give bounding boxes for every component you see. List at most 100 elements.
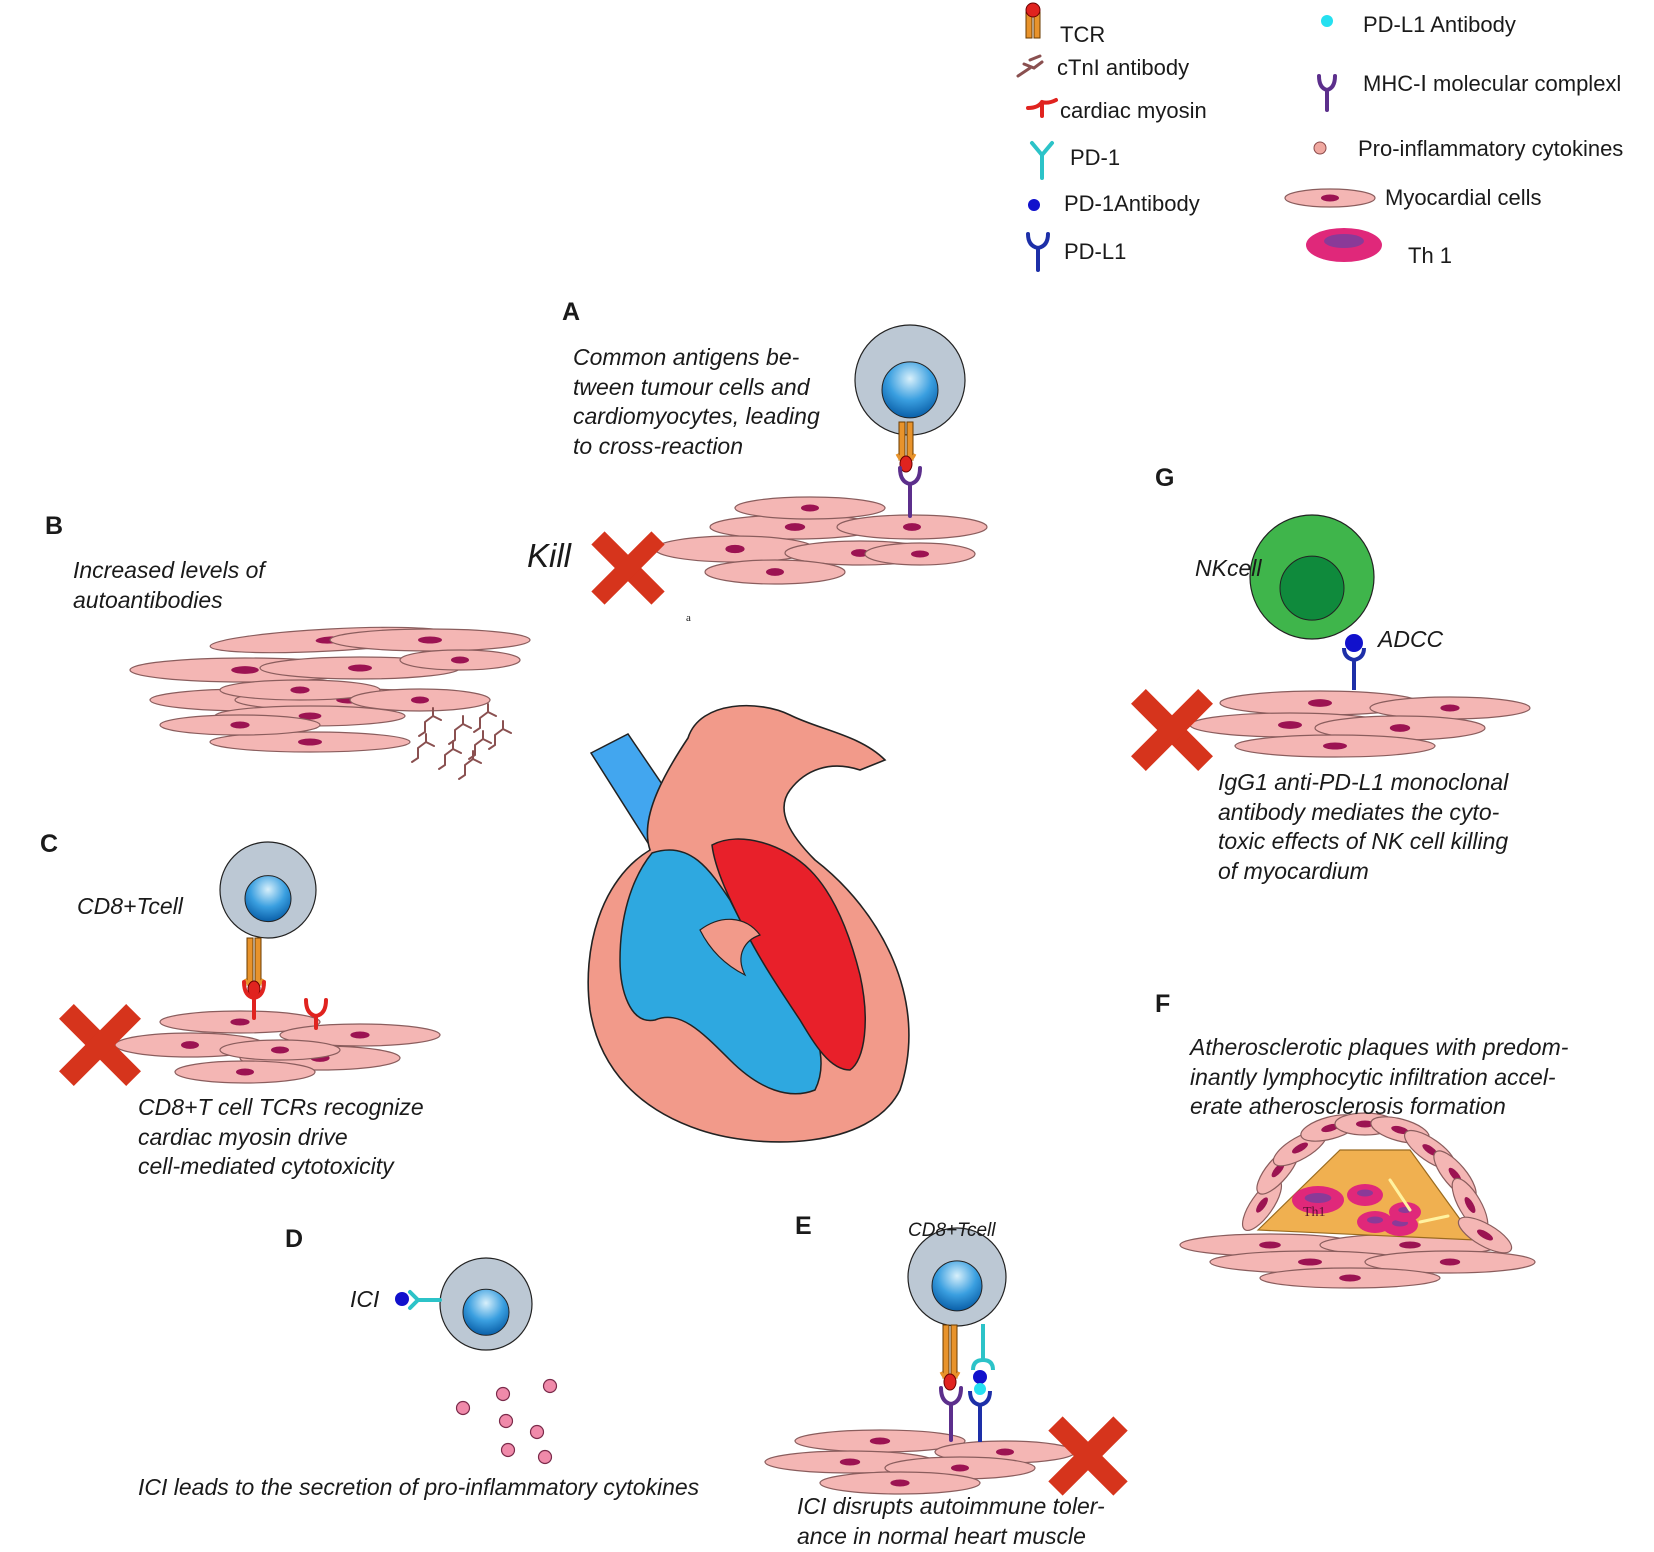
panel-g-description-line: antibody mediates the cyto- — [1218, 798, 1500, 825]
pd1-antibody-icon — [973, 1370, 987, 1384]
panel-a-description-line: cardiomyocytes, leading — [573, 403, 820, 429]
ctni-antibody — [473, 703, 497, 733]
panel-g-cell-label: NKcell — [1195, 555, 1262, 581]
legend-pd1-antibody-icon — [1028, 199, 1040, 211]
panel-d-description: ICI leads to the secretion of pro-inflam… — [138, 1474, 700, 1500]
legend-tcr-icon — [1025, 2, 1041, 39]
panel-c-cardiac-myosin-2 — [304, 998, 328, 1030]
antibody-icon — [1345, 634, 1363, 652]
panel-d-t-cell — [439, 1257, 533, 1351]
panel-d-pd1-icon — [395, 1290, 442, 1310]
panel-b-autoantibodies — [411, 703, 512, 780]
myocardial-cell — [704, 559, 846, 585]
myocardial-cell — [1457, 1216, 1513, 1254]
legend-pdl1-label: PD-L1 — [1064, 239, 1127, 264]
legend-mhc1-label: MHC-Ⅰ molecular complexl — [1363, 71, 1622, 96]
panel-e-myocyte-cluster — [764, 1429, 1076, 1495]
pd1-icon — [971, 1324, 995, 1371]
panel-f-th1-tag: Th1 — [1303, 1205, 1326, 1220]
panel-b-description-line: Increased levels of — [73, 557, 265, 583]
panel-f-plaque — [1179, 1112, 1536, 1289]
legend-ctni-antibody-icon — [1016, 54, 1044, 78]
panel-g-adcc-label: ADCC — [1378, 626, 1444, 652]
legend-pdl1-antibody-label: PD-L1 Antibody — [1363, 12, 1516, 37]
panel-c-tcr — [243, 937, 265, 998]
panel-a-myocyte-cluster — [654, 496, 988, 585]
legend-myocardial-cells-label: Myocardial cells — [1385, 185, 1542, 210]
panel-g-label: G — [1155, 464, 1175, 492]
panel-f-label: F — [1155, 990, 1171, 1018]
myocardial-cell — [349, 688, 491, 712]
legend-myocardial-cells-icon — [1284, 188, 1376, 208]
cytokine — [529, 1424, 545, 1440]
legend-cytokines-icon — [1313, 141, 1327, 155]
legend-pd1-icon — [1030, 141, 1054, 180]
panel-a-kill-label: Kill — [527, 537, 572, 574]
panel-c-kill-x — [59, 1004, 141, 1086]
panel-a-label: A — [562, 298, 581, 326]
cytokine — [542, 1378, 558, 1394]
myocardial-cell — [209, 731, 411, 753]
plaque-lipid-streaks — [1388, 1178, 1450, 1224]
cytokine — [498, 1413, 514, 1429]
panel-g-nk-cell — [1249, 514, 1375, 640]
panel-a-t-cell — [854, 324, 966, 436]
legend — [1016, 2, 1382, 272]
panel-c-label: C — [40, 830, 59, 858]
legend-th1-icon — [1306, 228, 1382, 262]
panel-g-description-line: of myocardium — [1218, 857, 1369, 884]
heart-valve — [699, 918, 761, 977]
myocardial-cell — [329, 628, 531, 652]
panel-a-small-mark: a — [686, 612, 691, 624]
panel-a-kill-x — [591, 531, 665, 605]
myocardial-cell — [836, 514, 988, 540]
panel-d-label: D — [285, 1225, 304, 1253]
panel-e-description-line: ICI disrupts autoimmune toler- — [797, 1493, 1105, 1519]
panel-d-ici-label: ICI — [350, 1286, 380, 1312]
myocardial-cell — [734, 496, 886, 520]
ctni-antibody — [438, 740, 462, 770]
panel-a-description-line: Common antigens be- — [573, 344, 800, 370]
panel-g-myocyte-cluster — [1189, 690, 1531, 758]
legend-pdl1-antibody-icon — [1321, 15, 1333, 27]
panel-c-description-line: cardiac myosin drive — [138, 1123, 348, 1150]
ctni-antibody — [411, 733, 435, 763]
panel-f-description-line: erate atherosclerosis formation — [1190, 1093, 1506, 1119]
myocardial-cell — [174, 1060, 316, 1084]
pd1-antibody-icon — [395, 1292, 409, 1306]
panel-a-description: Common antigens be- tween tumour cells a… — [573, 343, 903, 461]
ctni-antibody — [488, 720, 512, 750]
panel-f-description: Atherosclerotic plaques with predom- ina… — [1190, 1033, 1630, 1122]
panel-c-cell-label: CD8+Tcell — [77, 893, 183, 919]
panel-b-description: Increased levels of autoantibodies — [73, 556, 393, 615]
myocardial-cell — [1314, 715, 1486, 741]
cytokine — [500, 1442, 516, 1458]
panel-c-description-line: cell-mediated cytotoxicity — [138, 1153, 394, 1179]
panel-e-kill-x — [1048, 1416, 1128, 1496]
th1-cell — [1292, 1186, 1344, 1214]
panel-c-cardiac-myosin-1 — [242, 980, 266, 1020]
legend-cardiac-myosin-icon — [1026, 98, 1058, 118]
pdl1-antibody-icon — [974, 1383, 986, 1395]
panel-c-myocyte-cluster — [114, 1010, 441, 1084]
cytokine — [537, 1449, 553, 1465]
legend-tcr-label: TCR — [1060, 22, 1106, 47]
panel-g-description-line: IgG1 anti-PD-L1 monoclonal — [1218, 769, 1509, 795]
legend-ctni-antibody-label: cTnI antibody — [1057, 55, 1190, 80]
legend-pd1-antibody-label: PD-1Antibody — [1064, 191, 1200, 216]
myocardial-cell — [1364, 1250, 1536, 1274]
panel-e-mhc — [939, 1386, 963, 1442]
ctni-antibody — [448, 715, 472, 745]
panel-a-description-line: to cross-reaction — [573, 432, 744, 459]
legend-cardiac-myosin-label: cardiac myosin — [1060, 98, 1207, 123]
myocardial-cell — [709, 514, 881, 540]
myocardial-cell — [1259, 1267, 1441, 1289]
myocardial-cell — [279, 1023, 441, 1047]
legend-mhc1-icon — [1317, 74, 1337, 112]
myocardial-cell — [819, 1471, 981, 1495]
legend-th1-label: Th 1 — [1408, 243, 1453, 268]
legend-cytokines-label: Pro-inflammatory cytokines — [1358, 136, 1624, 161]
myocardial-cell — [1369, 696, 1531, 720]
